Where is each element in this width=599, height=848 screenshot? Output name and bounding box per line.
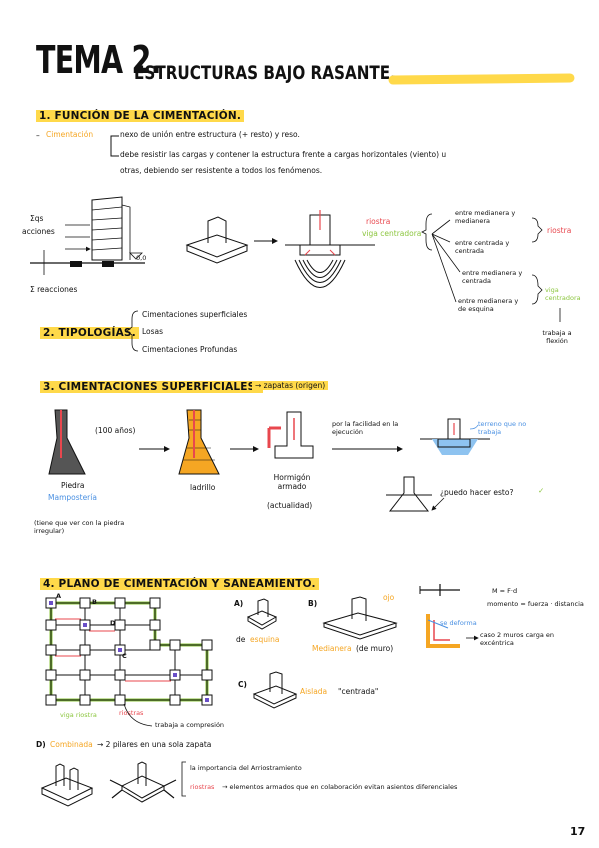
check-mark: ✓ [538, 486, 545, 495]
caso-arrow [466, 635, 479, 641]
grid-label-b: B [92, 598, 97, 606]
label-se-deforma: se deforma [440, 619, 477, 627]
sketch-question-footing [386, 476, 432, 512]
concrete-footing [267, 411, 314, 459]
label-facilidad: por la facilidad en la ejecución [332, 420, 399, 436]
branch-1: entre medianera y medianera [455, 209, 516, 225]
label-a-pre: de [236, 635, 246, 644]
label-riostra-2: riostra [547, 226, 572, 235]
label-momento: momento = fuerza · distancia [487, 600, 584, 608]
label-d: D) [36, 740, 46, 749]
label-m-formula: M = F·d [492, 587, 518, 595]
label-level: 0,0 [136, 254, 147, 262]
label-riostra: riostra [366, 217, 391, 226]
tipologia-3: Cimentaciones Profundas [142, 345, 238, 354]
label-years: (100 años) [95, 426, 136, 435]
combined-footing-sketch [40, 763, 94, 807]
label-medianera: Medianera [312, 644, 352, 653]
pressure-bulb-diagram [285, 210, 375, 288]
d-brace [181, 761, 186, 797]
label-arriostramiento: la importancia del Arriostramiento [190, 764, 302, 772]
label-centrada: "centrada" [338, 687, 379, 696]
grid-label-d: D [110, 619, 116, 627]
label-combinada: Combinada [50, 740, 93, 749]
arrow-1 [254, 238, 278, 244]
tipologia-2: Losas [142, 327, 164, 336]
label-acciones: acciones [22, 227, 55, 236]
label-de-muro: (de muro) [356, 644, 394, 653]
arrow-4 [332, 446, 403, 452]
label-reacciones: Σ reacciones [30, 285, 78, 294]
stone-footing [48, 409, 86, 475]
eccentric-sketch [419, 584, 460, 648]
s2-brace [126, 310, 139, 352]
label-terreno: terreno que no trabaja [478, 420, 527, 436]
label-c: C) [238, 680, 247, 689]
term-cimentacion: Cimentación [46, 130, 94, 139]
section-1-heading: 1. FUNCIÓN DE LA CIMENTACIÓN. [36, 110, 245, 122]
label-riostras-def: → elementos armados que en colaboración … [222, 783, 458, 791]
label-hormigon: Hormigón armado [273, 473, 311, 491]
s1-brace [110, 135, 119, 157]
compresion-arrow [123, 703, 153, 727]
braced-footing-sketch [109, 761, 177, 803]
building-diagram [30, 196, 145, 275]
tipologia-1: Cimentaciones superficiales [142, 310, 248, 319]
branch-4: entre medianera y de esquina [458, 297, 519, 313]
page-number: 17 [570, 825, 586, 838]
label-flexion: trabaja a flexión [542, 329, 572, 345]
label-piedra: Piedra [61, 481, 85, 490]
zapatas-note: → zapatas (origen) [252, 381, 329, 391]
label-compresion: trabaja a compresión [155, 721, 225, 729]
corner-footing-sketch [246, 598, 278, 630]
party-wall-footing-sketch [322, 596, 398, 640]
label-viga-riostra: viga riostra [60, 711, 97, 719]
section-4-heading: 4. PLANO DE CIMENTACIÓN Y SANEAMIENTO. [40, 578, 319, 590]
label-mamposteria: Mampostería [48, 493, 97, 502]
label-riostras: riostras [119, 709, 144, 717]
label-qs: Σqs [30, 214, 44, 223]
label-riostras-2: riostras [190, 783, 215, 791]
branch-3: entre medianera y centrada [462, 269, 523, 285]
s1-line3: otras, debiendo ser resistente a todos l… [120, 166, 323, 175]
brick-footing [178, 409, 220, 475]
label-viga-centradora: viga centradora [362, 229, 422, 238]
soil-footing [420, 418, 490, 455]
branch-2: entre centrada y centrada [455, 239, 510, 255]
arrow-3 [230, 446, 259, 452]
label-aislada: Aislada [300, 687, 328, 696]
label-esquina: esquina [250, 635, 280, 644]
label-question: ¿puedo hacer esto? [440, 488, 514, 497]
isolated-footing-sketch [252, 671, 298, 709]
label-caso: caso 2 muros carga en excéntrica [480, 631, 555, 647]
section-3-heading: 3. CIMENTACIONES SUPERFICIALES. [40, 381, 263, 393]
page-subtitle: ESTRUCTURAS BAJO RASANTE. [134, 62, 396, 84]
label-d-rest: → 2 pilares en una sola zapata [97, 740, 212, 749]
label-a: A) [234, 599, 244, 608]
footing-sketch [185, 216, 249, 264]
arrow-2 [139, 446, 170, 452]
s1-line2: debe resistir las cargas y contener la e… [120, 150, 447, 159]
grid-label-a: A [56, 592, 62, 600]
label-b: B) [308, 599, 318, 608]
grid-label-c: C [122, 652, 127, 660]
s1-line1: nexo de unión entre estructura (+ resto)… [120, 130, 300, 139]
label-ladrillo: ladrillo [190, 483, 216, 492]
arrow-5 [431, 497, 445, 511]
label-piedra-note: (tiene que ver con la piedra irregular) [34, 519, 125, 535]
section-2-heading: 2. TIPOLOGÍAS. [40, 327, 139, 339]
page-title: TEMA 2. [36, 38, 161, 82]
label-ojo: ojo [383, 593, 395, 602]
label-actualidad: (actualidad) [267, 501, 313, 510]
branch-lines [421, 213, 561, 322]
foundation-plan [45, 597, 213, 706]
label-viga-2: viga centradora [545, 286, 581, 302]
